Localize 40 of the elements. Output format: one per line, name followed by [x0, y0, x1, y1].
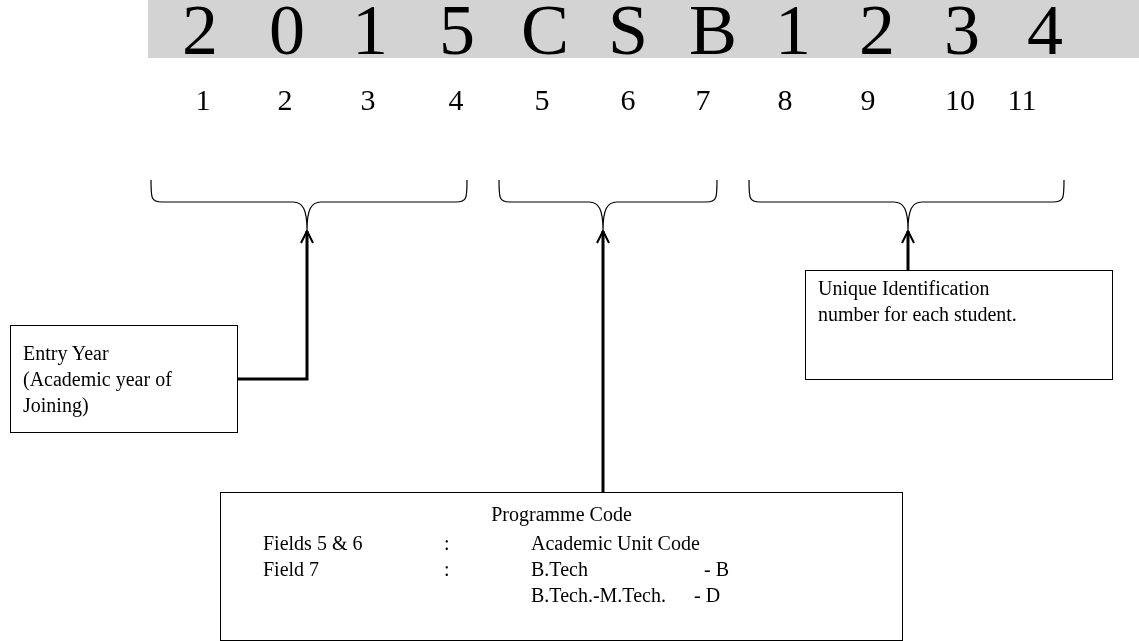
table-cell-text: Fields 5 & 6 [263, 531, 363, 556]
position-number: 1 [194, 84, 212, 116]
arrow [901, 230, 915, 270]
table-cell-text: : [444, 531, 450, 556]
id-character: 1 [351, 0, 389, 66]
text-box [805, 270, 1113, 380]
position-number: 5 [533, 84, 551, 116]
programme-code-box [220, 492, 903, 641]
table-cell-text: : [444, 557, 450, 582]
id-character: S [606, 0, 649, 66]
id-character: C [521, 0, 565, 66]
table-cell-text: - B [704, 557, 729, 582]
table-cell-text: B.Tech.-M.Tech. [531, 583, 666, 608]
table-cell-text: Field 7 [263, 557, 320, 582]
position-number: 8 [776, 84, 794, 116]
arrow [596, 230, 610, 492]
table-cell-text: Academic Unit Code [531, 531, 700, 556]
id-character: 4 [1026, 0, 1064, 66]
id-character: 2 [858, 0, 896, 66]
id-character: 1 [774, 0, 812, 66]
id-character: B [689, 0, 733, 66]
id-character: 5 [438, 0, 476, 66]
box-text: Entry Year (Academic year of Joining) [23, 341, 173, 418]
position-number: 4 [447, 84, 465, 116]
box-heading: Programme Code [490, 502, 633, 527]
position-number: 11 [1006, 84, 1038, 116]
position-number: 6 [619, 84, 637, 116]
position-number: 3 [359, 84, 377, 116]
position-number: 10 [944, 84, 976, 116]
table-cell-text: B.Tech [531, 557, 588, 582]
arrow [238, 230, 314, 381]
position-number: 7 [694, 84, 712, 116]
id-character: 3 [943, 0, 981, 66]
id-character: 2 [181, 0, 219, 66]
position-number: 2 [276, 84, 294, 116]
id-character: 0 [268, 0, 306, 66]
table-cell-text: - D [694, 583, 721, 608]
box-text: Unique Identification number for each student. [818, 276, 1018, 327]
text-box [10, 325, 238, 433]
position-number: 9 [859, 84, 877, 116]
